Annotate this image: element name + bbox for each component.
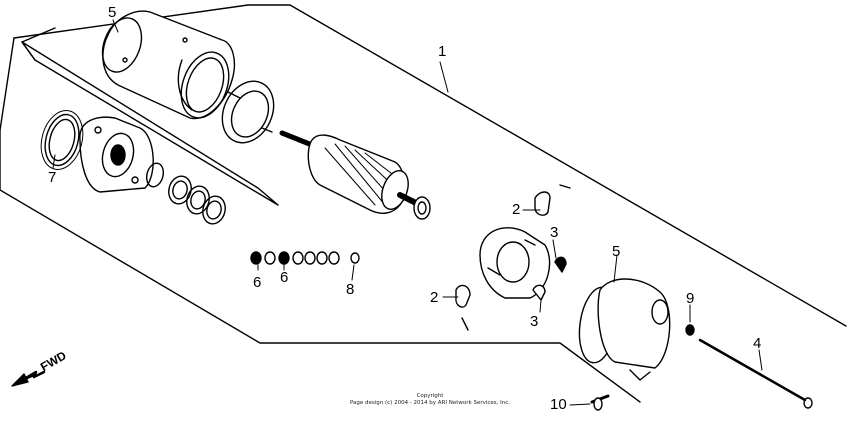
brush-holder-ring (221, 80, 275, 144)
armature (279, 130, 431, 220)
callout-8: 8 (346, 281, 355, 298)
callout-6-left: 6 (253, 274, 262, 291)
brushes-and-springs (455, 184, 571, 331)
callout-3-lower: 3 (530, 313, 539, 330)
callout-2-upper: 2 (512, 201, 521, 218)
washer-nut-set (250, 251, 360, 265)
brush-plate (479, 227, 551, 299)
fwd-arrow-icon (11, 370, 46, 387)
rear-cover (578, 278, 671, 381)
bolt-10 (590, 394, 610, 411)
washer-9 (685, 324, 695, 336)
callout-10: 10 (550, 396, 567, 413)
callout-1: 1 (438, 43, 447, 60)
yoke-housing (101, 10, 236, 120)
o-ring (40, 110, 84, 170)
callout-6-right: 6 (280, 269, 289, 286)
thrust-washers (145, 162, 226, 225)
through-bolt (698, 338, 813, 409)
leader-lines (52, 19, 763, 406)
callout-2-lower: 2 (430, 289, 439, 306)
copyright-line-2: Page design (c) 2004 - 2014 by ARI Netwo… (349, 400, 511, 406)
callout-4: 4 (753, 335, 762, 352)
callout-5-right: 5 (612, 243, 621, 260)
callout-9: 9 (686, 290, 695, 307)
copyright-notice: Copyright Page design (c) 2004 - 2014 by… (330, 393, 530, 407)
front-bracket (44, 113, 154, 193)
copyright-line-1: Copyright (416, 393, 444, 399)
callout-7: 7 (48, 169, 57, 186)
callout-3-upper: 3 (550, 224, 559, 241)
callout-5-top: 5 (108, 4, 117, 21)
